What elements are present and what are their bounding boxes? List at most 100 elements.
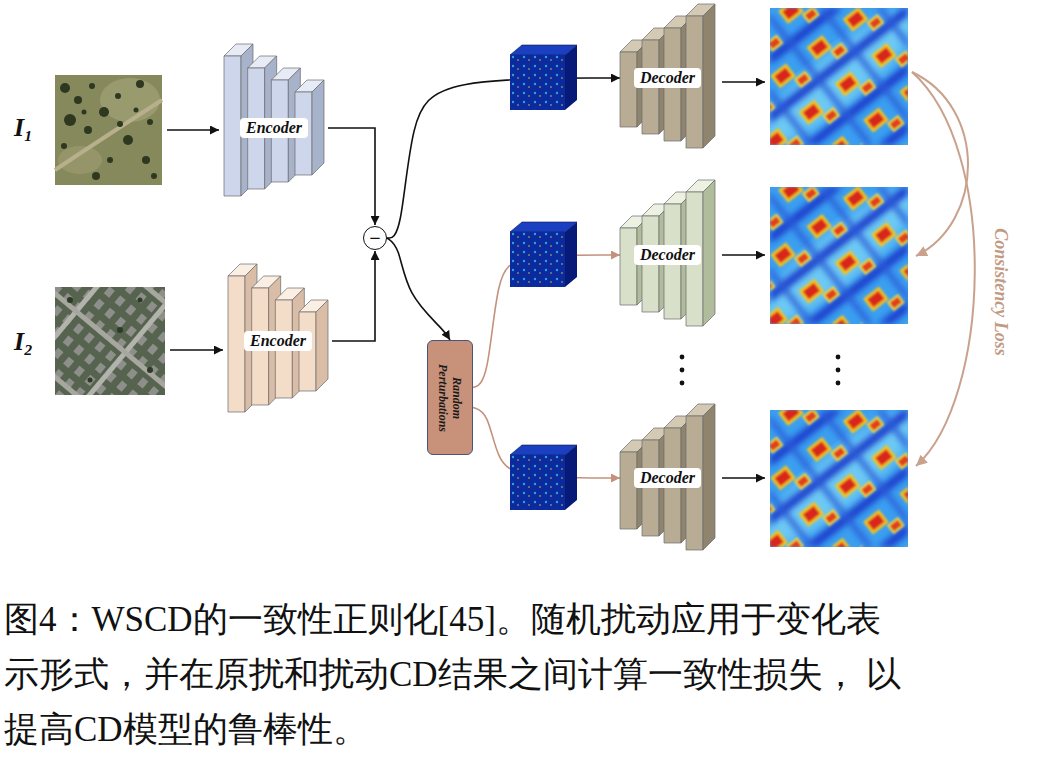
flow-connector [328,128,375,225]
change-heatmap [747,173,934,341]
ellipsis-dots [836,381,841,386]
layer-slab [224,56,241,196]
label-holder: Decoder [620,68,715,88]
flow-arrow [167,129,219,131]
input-image-1 [151,173,157,179]
input-image-1 [55,100,162,170]
layer-slab [703,404,715,550]
input-image-2 [117,327,123,333]
flow-connector [387,238,450,340]
figure-caption: 图4：WSCD的一致性正则化[45]。随机扰动应用于变化表 示形式，并在原扰和扰… [4,592,909,757]
block-label: Decoder [634,245,701,265]
layer-slab [620,452,637,529]
label-holder: Encoder [224,118,324,138]
subtract-operator: − [363,226,387,250]
flow-connector [387,78,620,238]
input-image-1 [100,78,160,122]
decoder-block: Decoder [620,178,715,328]
input-image-2 [67,297,153,383]
feature-cube [510,45,577,110]
flow-arrow [722,81,765,83]
consistency-arc [912,72,968,256]
layer-slab [620,52,637,127]
consistency-arc [912,72,975,466]
layer-slab [703,180,715,326]
input-image-2 [138,298,143,303]
layer-slab [228,276,245,412]
input-image-1 [61,143,67,149]
input-label: I₂ [14,326,33,357]
ellipsis-dots [836,355,841,360]
change-heatmap [747,0,934,162]
input-label: I₁ [14,112,33,143]
input-image-1 [55,75,162,185]
input-image-1 [58,146,102,174]
input-label-holder: I₁ [14,112,33,143]
label-holder: Encoder [228,331,328,351]
input-image-1 [147,119,153,125]
decoder-block: Decoder [620,402,715,552]
label-holder: Decoder [620,468,715,488]
ellipsis-dots [680,381,685,386]
block-label: Decoder [634,68,701,88]
change-heatmap [747,396,934,564]
flow-arrow [722,477,765,479]
input-image-1 [92,172,100,180]
input-image-1 [82,110,87,115]
input-image-1 [136,80,144,88]
block-label: Encoder [240,118,308,138]
input-image-1 [64,114,76,126]
label-holder: Random Perturbations [436,348,464,448]
decoder-block: Decoder [620,2,715,150]
input-image-1 [74,96,82,104]
input-image-2 [88,378,93,383]
caption-holder: 图4：WSCD的一致性正则化[45]。随机扰动应用于变化表 示形式，并在原扰和扰… [4,592,909,757]
layer-slab [312,80,324,175]
flow-connector [332,251,375,341]
ellipsis-dots [836,368,841,373]
input-image-1 [123,135,133,145]
layer-slab [703,4,715,148]
input-image-1 [142,156,150,164]
input-label-holder: I₂ [14,326,33,357]
layer-slab [642,440,659,536]
operator-symbol: − [369,228,380,248]
input-image-2 [55,287,165,395]
input-image-2 [67,297,73,303]
input-image-2 [55,287,165,395]
encoder-block: Encoder [224,42,324,198]
flow-arrow [170,349,223,351]
input-image-2 [55,287,165,395]
feature-cube [510,222,577,287]
input-image-1 [134,108,139,113]
block-label: Encoder [244,331,312,351]
input-image-1 [99,107,109,117]
box-label: Random Perturbations [436,348,464,448]
perturbation-box: Random Perturbations [427,340,473,455]
consistency-arc [912,72,975,466]
input-image-1 [55,75,162,185]
input-image-1 [117,121,123,127]
label-holder: Decoder [620,245,715,265]
input-image-2 [55,287,165,395]
encoder-block: Encoder [228,262,328,414]
input-image-1 [60,80,157,180]
layer-slab [620,228,637,305]
block-label: Decoder [634,468,701,488]
flow-arrow [722,254,765,256]
input-image-2 [147,367,153,373]
ellipsis-dots [680,355,841,386]
input-image-1 [89,83,95,89]
input-image-1 [84,126,92,134]
feature-cube [510,445,577,510]
loss-label-holder: Consistency Loss [989,228,1011,356]
ellipsis-dots [680,368,685,373]
layer-slab [299,312,316,391]
layer-slab [316,300,328,391]
input-image-1 [107,157,113,163]
loss-label: Consistency Loss [989,228,1011,356]
input-image-1 [115,93,121,99]
